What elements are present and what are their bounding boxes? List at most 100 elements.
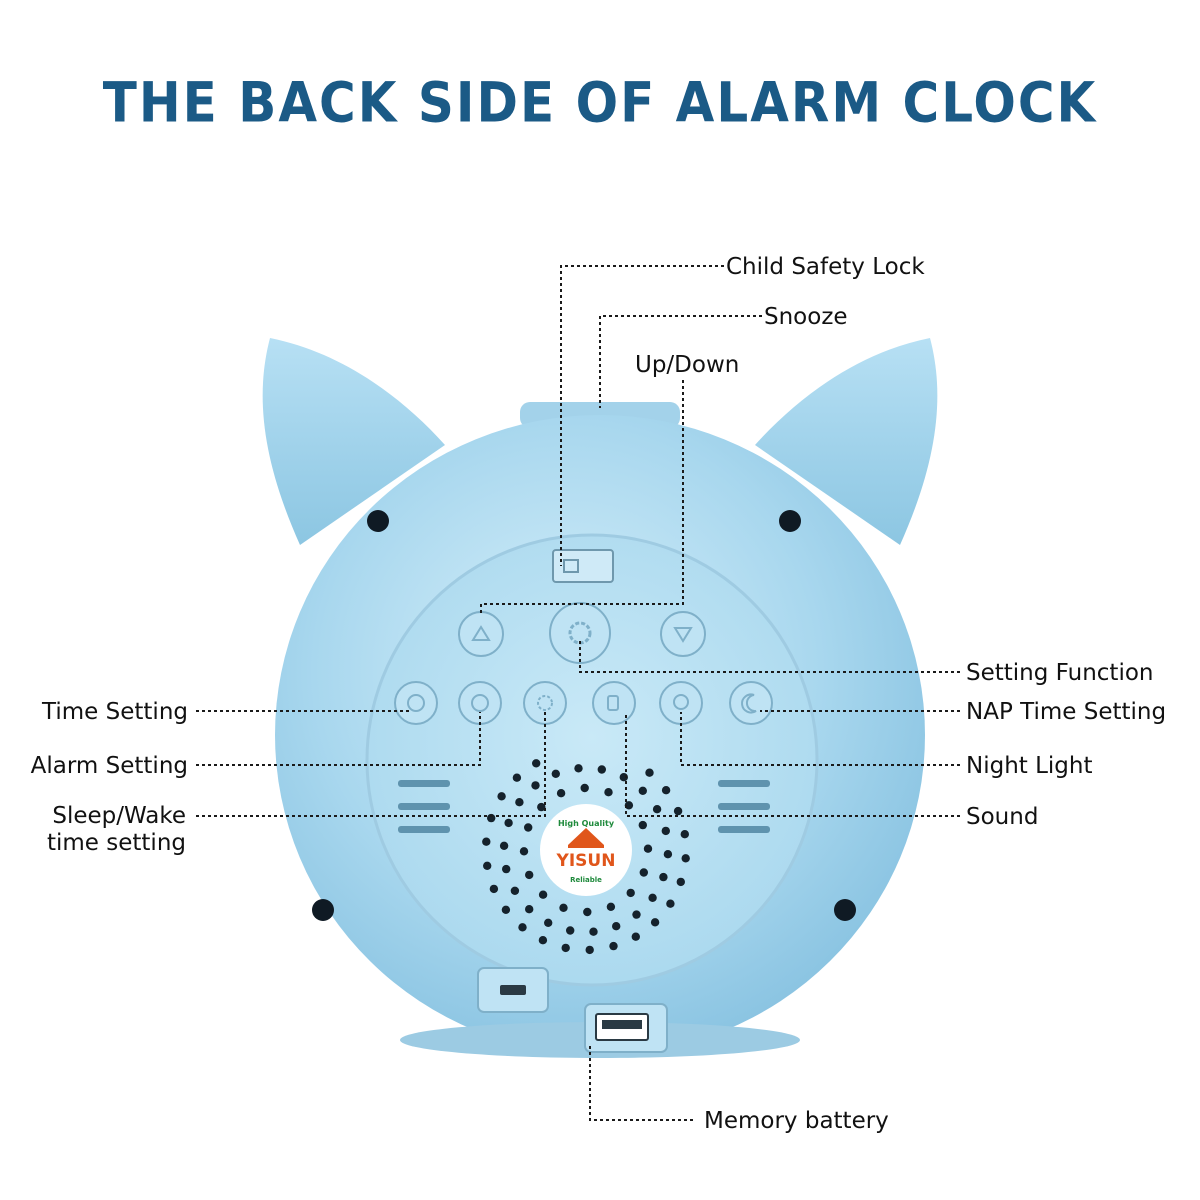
- grille-hole: [525, 905, 534, 914]
- grille-hole: [510, 886, 520, 895]
- sun-icon: [537, 695, 553, 711]
- child-safety-lock-switch[interactable]: [552, 549, 614, 583]
- grille-hole: [609, 941, 618, 951]
- clock-icon: [407, 694, 425, 712]
- left-vent: [398, 780, 450, 833]
- grille-hole: [501, 905, 511, 914]
- grille-hole: [597, 765, 606, 774]
- grille-hole: [532, 759, 541, 768]
- grille-hole: [544, 918, 553, 927]
- grille-hole: [512, 773, 522, 782]
- label-time-setting: Time Setting: [41, 699, 188, 725]
- grille-hole: [537, 802, 546, 812]
- time-setting-button[interactable]: [394, 681, 438, 725]
- back-panel: [365, 533, 819, 987]
- screw-hole: [312, 899, 334, 921]
- grille-hole: [659, 872, 668, 882]
- label-memory-battery: Memory battery: [704, 1108, 889, 1134]
- grille-hole: [497, 792, 506, 801]
- house-icon: [568, 828, 604, 848]
- grille-hole: [680, 830, 689, 839]
- screw-hole: [779, 510, 801, 532]
- child-lock-icon: [563, 559, 579, 573]
- grille-hole: [585, 945, 594, 955]
- grille-hole: [606, 902, 616, 911]
- grille-hole: [663, 850, 673, 859]
- sound-leader: [625, 712, 960, 817]
- grille-hole: [673, 806, 683, 816]
- grille-hole: [502, 864, 511, 874]
- speaker-icon: [607, 695, 619, 711]
- moon-icon: [741, 693, 757, 714]
- grille-hole: [580, 783, 589, 793]
- child-lock-leader: [560, 265, 724, 566]
- grille-hole: [561, 943, 570, 953]
- right-vent: [718, 780, 770, 833]
- grille-hole: [531, 781, 540, 790]
- grille-hole: [676, 877, 685, 887]
- grille-hole: [583, 907, 592, 917]
- grille-hole: [648, 893, 657, 902]
- grille-hole: [556, 789, 566, 798]
- svg-text:Reliable: Reliable: [570, 876, 602, 884]
- grille-hole: [643, 844, 653, 853]
- grille-hole: [487, 813, 496, 823]
- nap-time-button[interactable]: [729, 681, 773, 725]
- grille-hole: [666, 899, 675, 908]
- grille-hole: [589, 927, 598, 936]
- grille-hole: [515, 798, 524, 807]
- grille-hole: [499, 841, 509, 850]
- snooze-leader: [599, 315, 762, 408]
- label-sleep-wake: Sleep/Wake: [52, 803, 186, 829]
- label-nap-time-setting: NAP Time Setting: [966, 699, 1166, 725]
- screw-hole: [367, 510, 389, 532]
- sleep-wake-button[interactable]: [523, 681, 567, 725]
- night-light-leader: [680, 712, 960, 766]
- down-button[interactable]: [660, 611, 706, 657]
- label-up-down: Up/Down: [635, 352, 739, 378]
- up-button[interactable]: [458, 611, 504, 657]
- grille-hole: [645, 768, 654, 777]
- bulb-icon: [673, 694, 689, 710]
- grille-hole: [538, 936, 548, 945]
- grille-hole: [638, 786, 647, 795]
- usb-port-inner: [602, 1020, 642, 1029]
- grille-hole: [681, 854, 690, 863]
- grille-hole: [524, 823, 533, 832]
- right-ear: [755, 338, 938, 545]
- grille-hole: [661, 826, 670, 836]
- memory-battery-leader: [589, 1046, 696, 1121]
- label-child-safety-lock: Child Safety Lock: [726, 254, 925, 280]
- grille-hole: [504, 818, 513, 828]
- grille-hole: [626, 888, 635, 898]
- grille-hole: [538, 890, 548, 899]
- up-down-leader: [480, 380, 684, 613]
- label-alarm-setting: Alarm Setting: [31, 753, 188, 779]
- callout-labels: Child Safety Lock Snooze Up/Down Setting…: [31, 254, 1166, 1134]
- grille-hole: [574, 764, 583, 773]
- grille-hole: [652, 805, 662, 814]
- grille-hole: [631, 932, 640, 941]
- sound-button[interactable]: [592, 681, 636, 725]
- up-arrow-icon: [471, 625, 491, 641]
- grille-hole: [661, 786, 671, 795]
- grille-hole: [483, 861, 492, 870]
- label-setting-function: Setting Function: [966, 660, 1154, 686]
- grille-hole: [612, 922, 621, 931]
- leader-lines: [196, 265, 960, 1121]
- label-night-light: Night Light: [966, 753, 1093, 779]
- sleep-wake-leader: [196, 712, 546, 817]
- grille-hole: [559, 903, 568, 912]
- grille-hole: [650, 918, 660, 927]
- grille-hole: [639, 868, 648, 877]
- grille-hole: [551, 769, 560, 778]
- svg-text:YISUN: YISUN: [556, 851, 616, 871]
- setting-function-leader: [579, 640, 960, 673]
- down-arrow-icon: [673, 627, 693, 643]
- grille-hole: [525, 870, 534, 880]
- clock-back: High Quality YISUN Reliable: [262, 338, 938, 1058]
- page-title: THE BACK SIDE OF ALARM CLOCK: [102, 71, 1098, 135]
- alarm-setting-leader: [196, 712, 481, 766]
- brand-logo: High Quality YISUN Reliable: [540, 804, 632, 896]
